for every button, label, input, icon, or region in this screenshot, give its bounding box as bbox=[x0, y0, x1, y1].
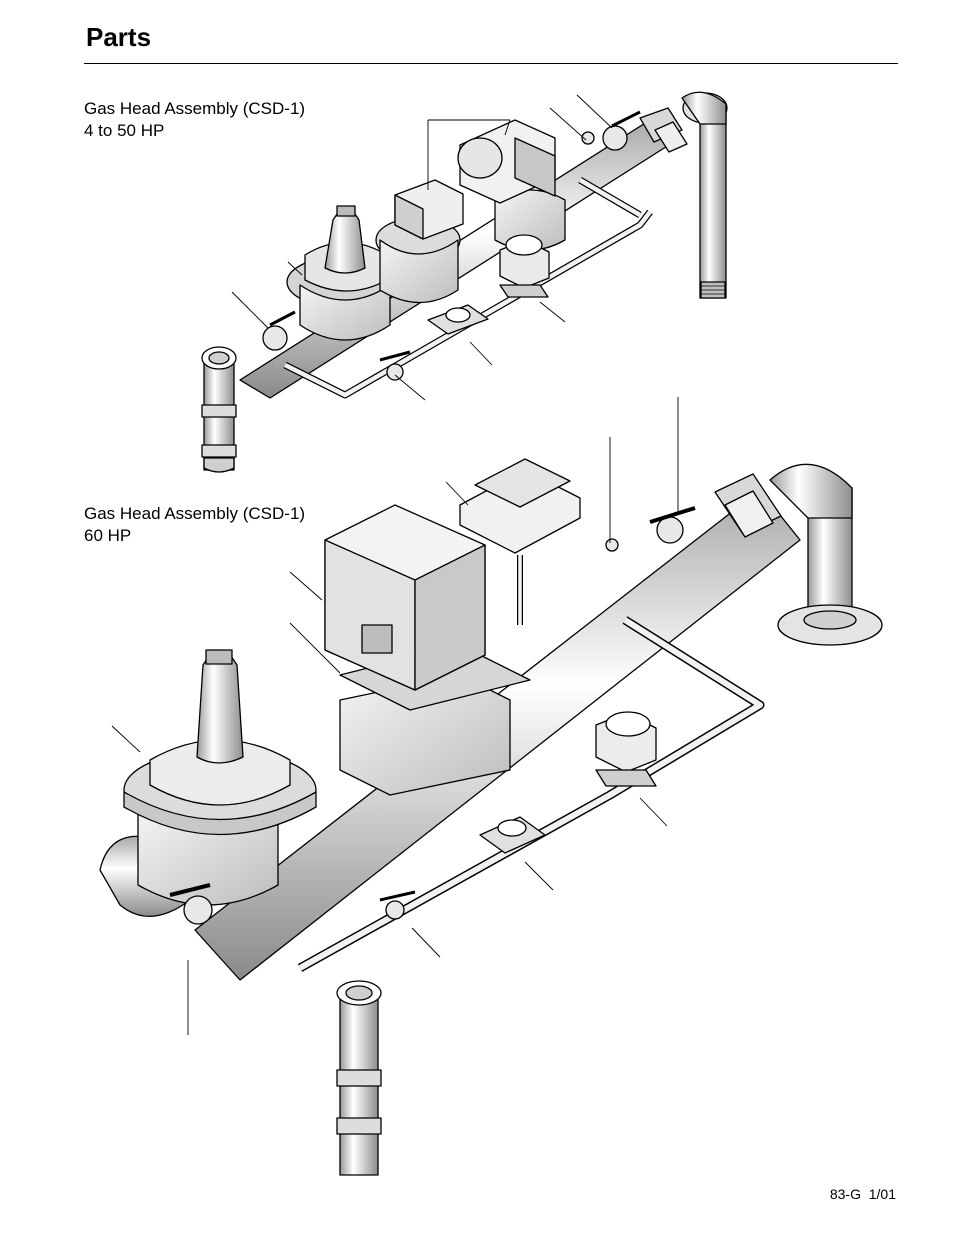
ball-valve-small-bypass bbox=[379, 350, 411, 381]
pilot-regulator-large bbox=[479, 816, 546, 854]
pressure-regulator-large bbox=[123, 649, 317, 906]
pilot-regulator-small bbox=[427, 304, 489, 335]
caption-large-line1: Gas Head Assembly (CSD-1) bbox=[84, 504, 306, 523]
ball-valve-large-bypass bbox=[379, 890, 416, 920]
caption-small-line1: Gas Head Assembly (CSD-1) bbox=[84, 99, 306, 118]
ball-valve-large-outlet bbox=[649, 506, 696, 544]
safety-shutoff-actuator-large bbox=[459, 458, 581, 625]
leader-lines-large bbox=[111, 397, 679, 1035]
ball-valve-small-inlet bbox=[262, 310, 296, 351]
caption-assembly-large: Gas Head Assembly (CSD-1) 60 HP bbox=[84, 503, 305, 547]
caption-small-line2: 4 to 50 HP bbox=[84, 121, 165, 140]
test-cock-small bbox=[581, 131, 595, 145]
page-title: Parts bbox=[86, 22, 152, 52]
page-footer: 83-G 1/01 bbox=[829, 1186, 896, 1202]
test-cock-large bbox=[605, 538, 619, 552]
caption-large-line2: 60 HP bbox=[84, 526, 132, 545]
small-gas-head-assembly bbox=[201, 91, 728, 473]
leader-lines-small bbox=[231, 94, 613, 401]
ball-valve-large-inlet bbox=[169, 883, 213, 925]
main-gas-valve-small bbox=[375, 179, 464, 304]
main-gas-valve-large bbox=[324, 504, 531, 796]
solenoid-valve-small bbox=[499, 234, 550, 298]
safety-shutoff-valve-small bbox=[457, 119, 566, 251]
caption-assembly-small: Gas Head Assembly (CSD-1) 4 to 50 HP bbox=[84, 98, 305, 142]
riser-pipe bbox=[699, 107, 727, 299]
solenoid-valve-large bbox=[595, 711, 657, 787]
title-divider bbox=[84, 63, 898, 64]
ball-valve-small-outlet bbox=[602, 110, 641, 151]
large-gas-head-assembly bbox=[99, 397, 883, 1176]
